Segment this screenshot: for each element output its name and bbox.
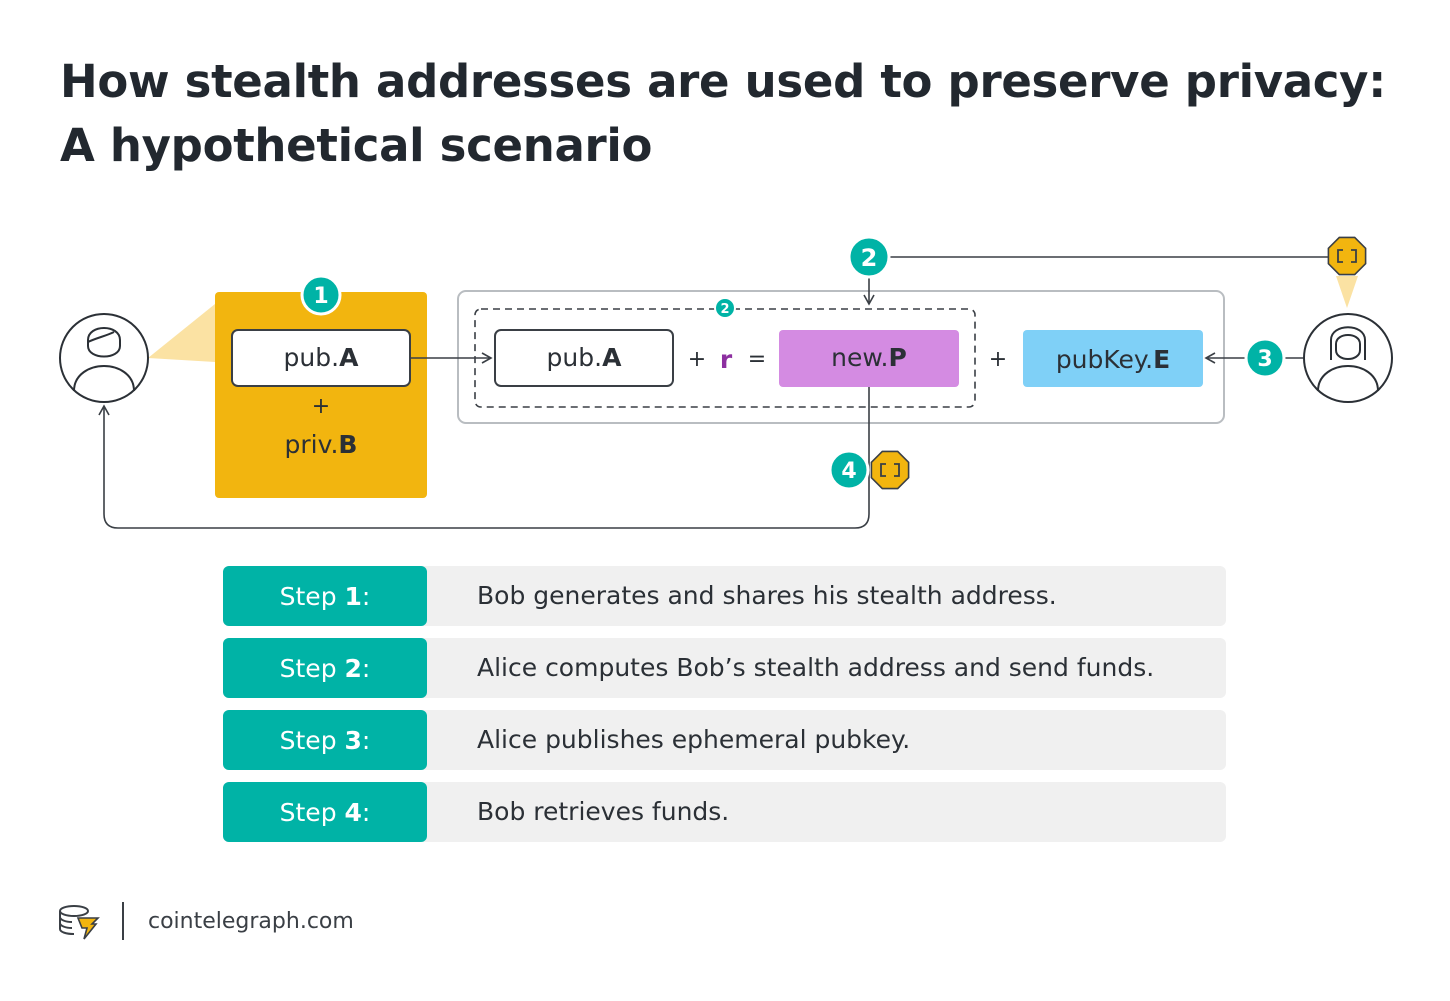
step-row: Step 1: Bob generates and shares his stea… <box>223 566 1226 626</box>
step-label-suffix: : <box>361 725 371 755</box>
bob-speech-pointer <box>148 304 215 362</box>
new-p-box <box>779 330 959 387</box>
step-description: Alice computes Bob’s stealth address and… <box>477 653 1155 682</box>
step-label-number: 2 <box>344 653 362 683</box>
step-label-number: 4 <box>344 797 362 827</box>
funds-coin-icon <box>870 450 910 490</box>
equation-plus-1: + <box>688 347 706 372</box>
svg-text:2: 2 <box>861 244 878 272</box>
step-2-badge: 2 <box>847 235 891 279</box>
bob-plus-sign: + <box>312 394 330 419</box>
step-row: Step 2: Alice computes Bob’s stealth addr… <box>223 638 1226 698</box>
steps-list: Step 1: Bob generates and shares his stea… <box>223 566 1226 854</box>
step-row: Step 3: Alice publishes ephemeral pubkey. <box>223 710 1226 770</box>
footer-brand: cointelegraph.com <box>148 908 354 934</box>
title-line-1: How stealth addresses are used to preser… <box>60 55 1386 108</box>
user-alice-icon <box>1303 313 1393 403</box>
step-label: Step 4: <box>223 782 427 842</box>
pubkey-e-box <box>1023 330 1203 387</box>
svg-text:2: 2 <box>720 302 729 317</box>
footer-divider <box>122 902 124 940</box>
user-bob-icon <box>59 313 149 403</box>
step-label-suffix: : <box>361 653 371 683</box>
step-2-small-badge: 2 <box>714 297 736 319</box>
step-label-prefix: Step <box>279 653 345 683</box>
step-label: Step 1: <box>223 566 427 626</box>
cointelegraph-logo-icon <box>59 905 100 940</box>
step-description: Bob retrieves funds. <box>477 797 730 826</box>
bob-priv-b-label: priv.B <box>285 430 358 459</box>
equation-container <box>457 290 1225 424</box>
step-description: Bob generates and shares his stealth add… <box>477 581 1057 610</box>
equation-equals: = <box>748 347 766 372</box>
step-row: Step 4: Bob retrieves funds. <box>223 782 1226 842</box>
step-4-badge: 4 <box>828 449 870 491</box>
step-label-prefix: Step <box>279 797 345 827</box>
equation-pub-a-label: pub.A <box>547 343 623 372</box>
step-label-suffix: : <box>361 581 371 611</box>
title-line-2: A hypothetical scenario <box>60 119 653 172</box>
blockchain-coin-icon <box>1327 236 1367 276</box>
step-label-number: 1 <box>344 581 362 611</box>
stealth-address-diagram: pub.A + priv.B 1 2 pub.A + r = new.P + p… <box>59 235 1393 529</box>
step-3-badge: 3 <box>1244 337 1286 379</box>
svg-text:1: 1 <box>313 284 328 309</box>
step-label-suffix: : <box>361 797 371 827</box>
step-1-badge: 1 <box>300 274 342 316</box>
step-label-prefix: Step <box>279 581 345 611</box>
equation-r: r <box>720 345 733 374</box>
step-label-prefix: Step <box>279 725 345 755</box>
step-label: Step 3: <box>223 710 427 770</box>
svg-text:3: 3 <box>1257 347 1272 372</box>
pubkey-e-label: pubKey.E <box>1056 345 1170 374</box>
page-title: How stealth addresses are used to preser… <box>60 50 1400 178</box>
step-4-return-path <box>98 387 870 529</box>
footer: cointelegraph.com <box>58 900 354 942</box>
bob-pub-a-label: pub.A <box>284 343 360 372</box>
alice-coin-pointer <box>1336 276 1358 308</box>
equation-pub-a-box <box>494 329 674 387</box>
step-label-number: 3 <box>344 725 362 755</box>
step-label: Step 2: <box>223 638 427 698</box>
equation-plus-2: + <box>989 347 1007 372</box>
step-description: Alice publishes ephemeral pubkey. <box>477 725 911 754</box>
new-p-label: new.P <box>831 343 907 372</box>
svg-text:4: 4 <box>841 459 856 484</box>
